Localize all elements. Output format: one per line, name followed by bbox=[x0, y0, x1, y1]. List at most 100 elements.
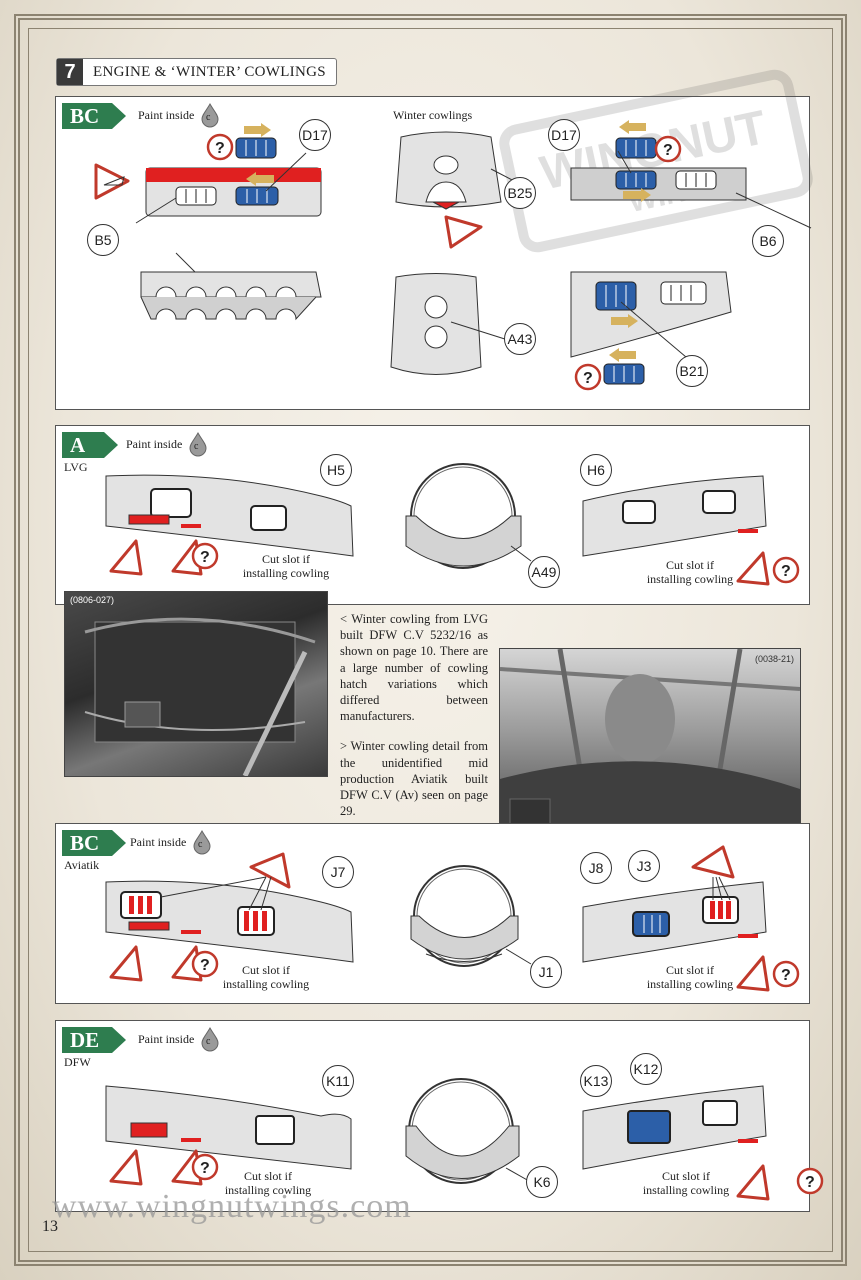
caption-paragraph-2: > Winter cowling detail from the unident… bbox=[340, 739, 488, 819]
part-callout-d17: D17 bbox=[299, 119, 331, 151]
part-callout-j1: J1 bbox=[530, 956, 562, 988]
svg-text:?: ? bbox=[215, 140, 225, 157]
step-number: 7 bbox=[57, 59, 83, 85]
part-callout-b21: B21 bbox=[676, 355, 708, 387]
part-callout-b6: B6 bbox=[752, 225, 784, 257]
paint-code: c bbox=[198, 839, 203, 850]
part-callout-d17-right: D17 bbox=[548, 119, 580, 151]
question-icon: ? bbox=[206, 133, 234, 161]
paint-code: c bbox=[206, 112, 211, 123]
part-callout-j8: J8 bbox=[580, 852, 612, 884]
version-badge-bc: BC bbox=[62, 103, 126, 129]
badge-label: DE bbox=[70, 1028, 100, 1052]
page-number: 13 bbox=[42, 1218, 58, 1235]
panel-bc-engine-cowlings: BC Paint inside c Winter cowlings WINGNU… bbox=[55, 69, 813, 410]
question-icon: ? bbox=[191, 1153, 219, 1181]
svg-text:?: ? bbox=[200, 957, 210, 974]
cowling-ring-a49-drawing bbox=[405, 463, 532, 569]
paint-code: c bbox=[206, 1036, 211, 1047]
version-badge-de: DE bbox=[62, 1027, 126, 1053]
part-callout-b5: B5 bbox=[87, 224, 119, 256]
svg-text:?: ? bbox=[781, 563, 791, 580]
badge-label: BC bbox=[70, 831, 100, 855]
cowling-b6-side-drawing bbox=[570, 271, 732, 385]
step-header: 7 ENGINE & ‘WINTER’ COWLINGS bbox=[56, 58, 337, 86]
question-icon: ? bbox=[191, 950, 219, 978]
cowling-h5-drawing bbox=[105, 474, 354, 576]
part-callout-a43: A43 bbox=[504, 323, 536, 355]
part-callout-a49: A49 bbox=[528, 556, 560, 588]
version-badge-a: A bbox=[62, 432, 126, 458]
paint-inside-label: Paint inside bbox=[126, 437, 183, 451]
badge-label: BC bbox=[70, 104, 100, 128]
historical-photo-aviatik-cowling: (0038-21) bbox=[499, 648, 801, 836]
caption-paragraph-1: < Winter cowling from LVG built DFW C.V … bbox=[340, 612, 488, 724]
page-border bbox=[14, 14, 847, 1266]
photo-image bbox=[84, 617, 316, 776]
paint-inside-label: Paint inside bbox=[138, 108, 195, 122]
part-callout-k13: K13 bbox=[580, 1065, 612, 1097]
svg-text:?: ? bbox=[663, 142, 673, 159]
badge-label: A bbox=[70, 433, 86, 457]
cowling-ring-k6-drawing bbox=[405, 1078, 530, 1184]
step-title: ENGINE & ‘WINTER’ COWLINGS bbox=[93, 63, 326, 80]
cowling-k11-drawing bbox=[105, 1085, 352, 1186]
cowling-h6-drawing bbox=[582, 475, 770, 586]
part-callout-k11: K11 bbox=[322, 1065, 354, 1097]
question-icon: ? bbox=[574, 363, 602, 391]
part-callout-h6: H6 bbox=[580, 454, 612, 486]
question-icon: ? bbox=[772, 960, 800, 988]
part-callout-j7: J7 bbox=[322, 856, 354, 888]
cowling-j7-drawing bbox=[105, 852, 354, 982]
cowling-b25-drawing bbox=[395, 131, 517, 249]
variant-label: Aviatik bbox=[64, 858, 100, 872]
question-icon: ? bbox=[191, 542, 219, 570]
paint-inside-label: Paint inside bbox=[138, 1032, 195, 1046]
question-icon: ? bbox=[654, 135, 682, 163]
cowling-j8-drawing bbox=[582, 845, 770, 992]
website-watermark: www.wingnutwings.com bbox=[52, 1188, 412, 1225]
svg-text:?: ? bbox=[583, 370, 593, 387]
part-callout-j3: J3 bbox=[628, 850, 660, 882]
cowling-b5-drawing bbox=[94, 123, 322, 284]
svg-text:?: ? bbox=[200, 1160, 210, 1177]
cowling-ring-j1-drawing bbox=[410, 865, 532, 967]
svg-text:?: ? bbox=[200, 549, 210, 566]
photo-id-label: (0806-027) bbox=[70, 595, 115, 605]
version-badge-bc: BC bbox=[62, 830, 126, 856]
variant-label: LVG bbox=[64, 460, 88, 474]
svg-text:?: ? bbox=[805, 1174, 815, 1191]
part-callout-k12: K12 bbox=[630, 1053, 662, 1085]
historical-photo-lvg-cowling: (0806-027) bbox=[64, 591, 328, 777]
page-inner-border bbox=[28, 28, 833, 1252]
svg-text:?: ? bbox=[781, 967, 791, 984]
question-icon: ? bbox=[772, 556, 800, 584]
variant-label: DFW bbox=[64, 1055, 91, 1069]
paint-code: c bbox=[194, 441, 199, 452]
photo-id-label: (0038-21) bbox=[755, 654, 795, 664]
paint-drop-icon bbox=[201, 102, 219, 128]
cowling-a43-drawing bbox=[390, 273, 509, 375]
cowling-b6-top-drawing bbox=[570, 120, 812, 229]
part-callout-b25: B25 bbox=[504, 177, 536, 209]
paint-drop-icon bbox=[201, 1026, 219, 1052]
photo-image bbox=[500, 649, 800, 835]
part-callout-k6: K6 bbox=[526, 1166, 558, 1198]
cowling-lower-drawing bbox=[140, 271, 322, 321]
photo-caption: < Winter cowling from LVG built DFW C.V … bbox=[340, 611, 488, 819]
part-callout-h5: H5 bbox=[320, 454, 352, 486]
paint-drop-icon bbox=[193, 829, 211, 855]
paint-drop-icon bbox=[189, 431, 207, 457]
cowling-k13-drawing bbox=[582, 1085, 770, 1201]
paint-inside-label: Paint inside bbox=[130, 835, 187, 849]
